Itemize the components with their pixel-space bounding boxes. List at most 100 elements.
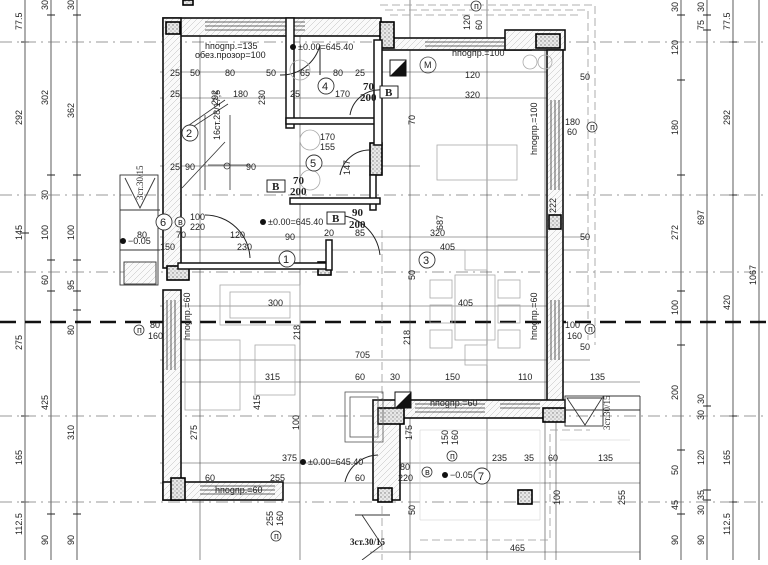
window-tag-circles bbox=[133, 0, 598, 542]
svg-text:90: 90 bbox=[670, 535, 680, 545]
svg-text:170: 170 bbox=[320, 132, 335, 142]
svg-text:180: 180 bbox=[233, 89, 248, 99]
win-w1-width: 80 bbox=[150, 320, 160, 330]
left-dimension-lines bbox=[24, 0, 78, 560]
svg-text:180: 180 bbox=[670, 120, 680, 135]
door-b1-tag: B bbox=[385, 87, 393, 99]
door-entry-tag: в bbox=[178, 217, 183, 227]
room-markers bbox=[155, 77, 491, 485]
svg-text:120: 120 bbox=[465, 70, 480, 80]
svg-text:25: 25 bbox=[170, 89, 180, 99]
svg-text:230: 230 bbox=[237, 242, 252, 252]
win-w1-height: 160 bbox=[148, 331, 163, 341]
svg-text:218: 218 bbox=[292, 325, 302, 340]
svg-text:30: 30 bbox=[670, 2, 680, 12]
svg-text:112.5: 112.5 bbox=[14, 513, 24, 535]
sill-note-east-lower: hпоgпр.=60 bbox=[529, 292, 539, 340]
sill-note-south-left: hпоgпр.=60 bbox=[215, 485, 263, 495]
bottom-steps bbox=[355, 514, 390, 561]
door-b1-width: 70 bbox=[363, 81, 375, 93]
svg-text:300: 300 bbox=[268, 298, 283, 308]
win-e2-height: 160 bbox=[567, 331, 582, 341]
svg-text:100: 100 bbox=[66, 225, 76, 240]
sill-note-kitchen: hпоgпр.=100 bbox=[452, 48, 505, 58]
svg-text:275: 275 bbox=[189, 425, 199, 440]
svg-text:60: 60 bbox=[548, 453, 558, 463]
door-terrace-width: 80 bbox=[400, 462, 410, 472]
appliance-label: M bbox=[424, 60, 432, 70]
room-6-label: 6 bbox=[160, 217, 166, 229]
win-s1-tag: п bbox=[450, 451, 455, 461]
svg-text:50: 50 bbox=[407, 505, 417, 515]
svg-text:275: 275 bbox=[14, 335, 24, 350]
svg-text:50: 50 bbox=[580, 232, 590, 242]
svg-text:697: 697 bbox=[696, 210, 706, 225]
svg-text:120: 120 bbox=[670, 40, 680, 55]
room-3-label: 3 bbox=[423, 255, 429, 267]
door-b2-height: 200 bbox=[290, 186, 307, 198]
svg-text:30: 30 bbox=[66, 0, 76, 10]
sill-note-south-right: hпоgпр.=60 bbox=[430, 398, 478, 408]
win-e1-width: 180 bbox=[565, 117, 580, 127]
svg-text:30: 30 bbox=[390, 372, 400, 382]
win-s2-height: 160 bbox=[275, 511, 285, 526]
svg-text:415: 415 bbox=[252, 395, 262, 410]
svg-text:90: 90 bbox=[285, 232, 295, 242]
svg-text:50: 50 bbox=[407, 270, 417, 280]
svg-text:35: 35 bbox=[524, 453, 534, 463]
svg-text:25: 25 bbox=[355, 68, 365, 78]
furniture bbox=[184, 54, 553, 443]
terrace-stair-label: 3ст.30/15 bbox=[602, 395, 612, 430]
svg-text:375: 375 bbox=[282, 453, 297, 463]
svg-text:420: 420 bbox=[722, 295, 732, 310]
room-1-label: 1 bbox=[283, 254, 289, 266]
svg-text:20: 20 bbox=[324, 228, 334, 238]
svg-text:25: 25 bbox=[170, 162, 180, 172]
svg-text:50: 50 bbox=[580, 72, 590, 82]
svg-text:272: 272 bbox=[670, 225, 680, 240]
svg-text:230: 230 bbox=[257, 90, 267, 105]
interior-walls bbox=[177, 17, 383, 271]
svg-text:110: 110 bbox=[518, 372, 532, 382]
svg-text:147: 147 bbox=[342, 160, 352, 175]
level-mark-symbols bbox=[120, 44, 448, 478]
svg-text:425: 425 bbox=[40, 395, 50, 410]
interior-dimension-labels: 25 50 80 50 65 80 25 25 180 25 170 320 1… bbox=[137, 68, 627, 553]
door-b1-height: 200 bbox=[360, 92, 377, 104]
door-entry-width: 100 bbox=[190, 212, 205, 222]
right-dimension-labels: 30 120 180 272 100 200 50 45 90 30 75 69… bbox=[670, 2, 758, 545]
svg-text:255: 255 bbox=[617, 490, 627, 505]
svg-text:405: 405 bbox=[458, 298, 473, 308]
svg-text:65: 65 bbox=[300, 68, 310, 78]
svg-text:150: 150 bbox=[445, 372, 460, 382]
terrace-side-steps bbox=[564, 395, 641, 560]
door-b3-height: 200 bbox=[349, 219, 366, 231]
svg-text:60: 60 bbox=[355, 372, 365, 382]
level-mark-top: ±0.00=645.40 bbox=[298, 42, 353, 52]
svg-text:60: 60 bbox=[40, 275, 50, 285]
svg-text:77.5: 77.5 bbox=[722, 12, 732, 30]
svg-text:90: 90 bbox=[246, 162, 256, 172]
svg-text:70: 70 bbox=[176, 230, 186, 240]
svg-text:120: 120 bbox=[230, 230, 245, 240]
svg-text:30: 30 bbox=[696, 505, 706, 515]
win-s1-width: 150 bbox=[440, 430, 450, 445]
svg-text:302: 302 bbox=[40, 90, 50, 105]
svg-text:95: 95 bbox=[66, 280, 76, 290]
win-s1-height: 160 bbox=[450, 430, 460, 445]
svg-text:30: 30 bbox=[40, 190, 50, 200]
svg-text:90: 90 bbox=[66, 535, 76, 545]
level-mark-bottom: ±0.00=645.40 bbox=[308, 457, 363, 467]
svg-text:292: 292 bbox=[14, 110, 24, 125]
win-e2-width: 100 bbox=[565, 320, 580, 330]
svg-text:90: 90 bbox=[185, 162, 195, 172]
svg-text:30: 30 bbox=[696, 394, 706, 404]
door-b3-width: 90 bbox=[352, 207, 364, 219]
door-b2-tag: B bbox=[272, 181, 280, 193]
svg-text:465: 465 bbox=[510, 543, 525, 553]
svg-text:25: 25 bbox=[290, 89, 300, 99]
door-b2-width: 70 bbox=[293, 175, 305, 187]
svg-text:155: 155 bbox=[320, 142, 335, 152]
svg-text:310: 310 bbox=[66, 425, 76, 440]
